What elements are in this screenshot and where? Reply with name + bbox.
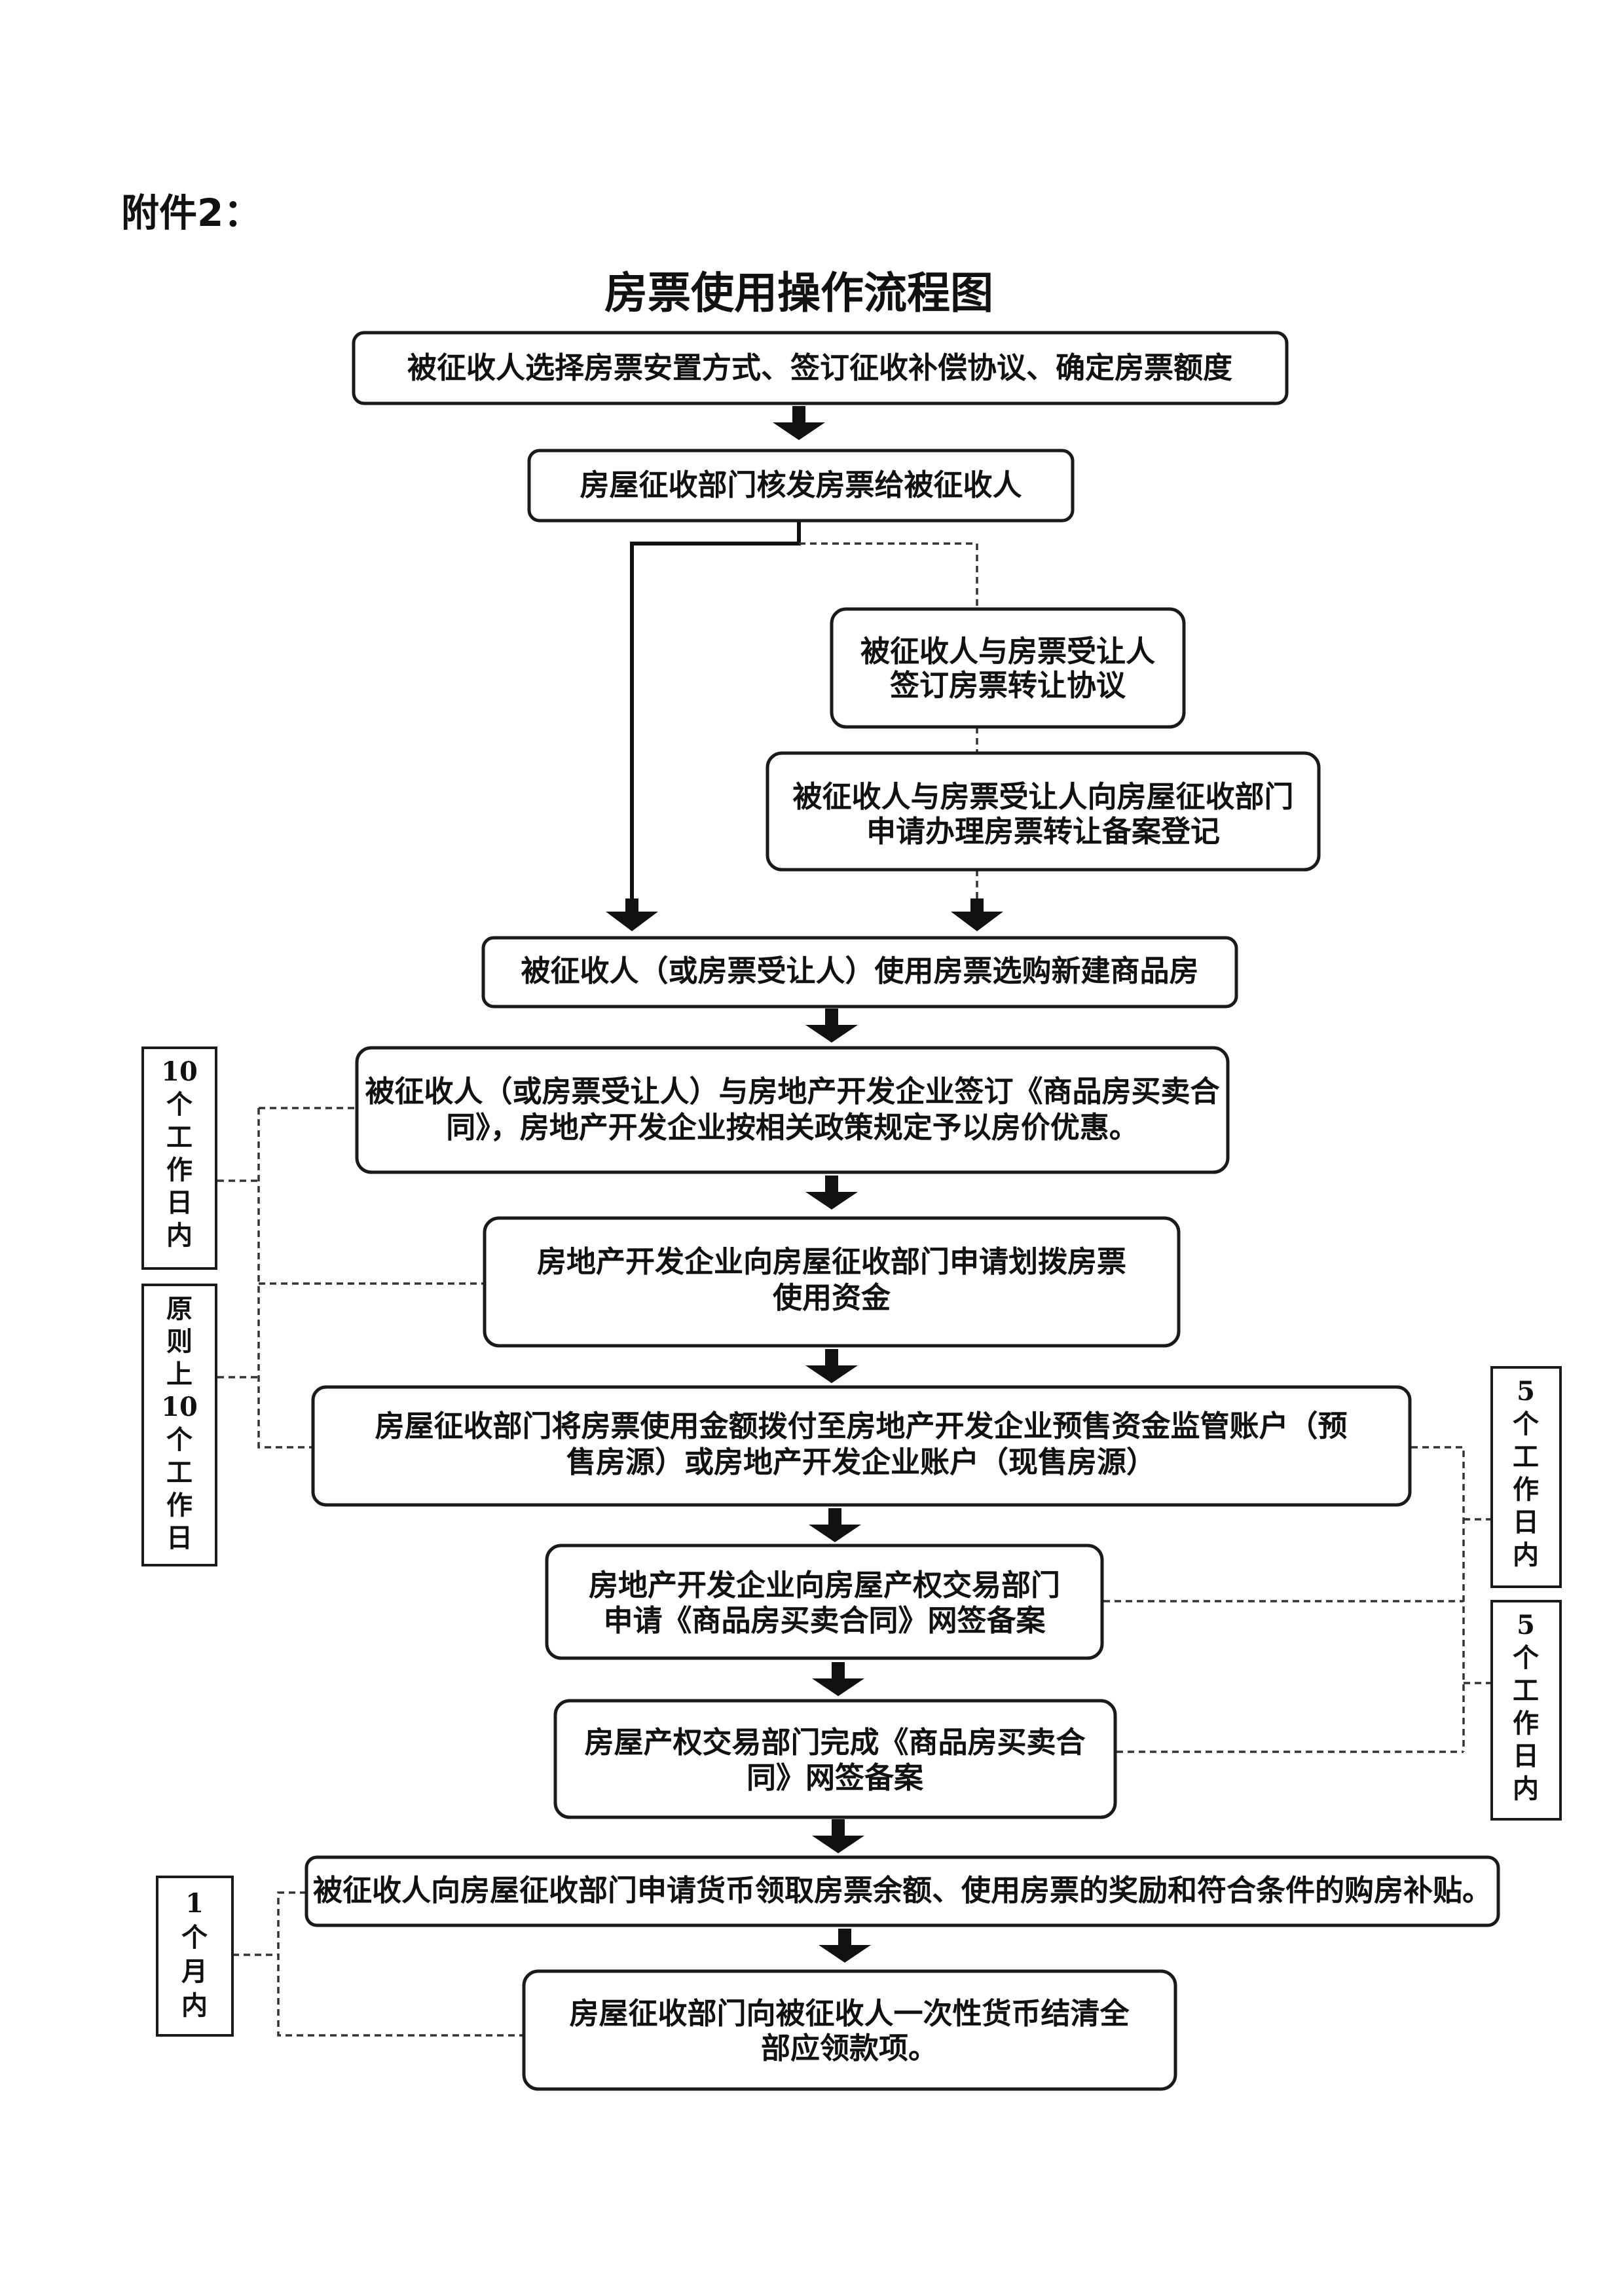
node-n5-line-1: 被征收人（或房票受让人）使用房票选购新建商品房: [521, 954, 1198, 988]
arrow-n7-n8: [805, 1349, 858, 1383]
node-n11: 被征收人向房屋征收部门申请货币领取房票余额、使用房票的奖励和符合条件的购房补贴。: [304, 1855, 1500, 1927]
side-note-s4-char-5: 日: [1513, 1741, 1539, 1771]
side-note-s5-char-1: 1: [185, 1888, 204, 1919]
side-note-s2-char-3: 上: [166, 1359, 193, 1390]
node-n10: 房屋产权交易部门完成《商品房买卖合 同》网签备案: [553, 1699, 1117, 1819]
side-note-s5-char-4: 内: [181, 1990, 208, 2021]
side-note-s2-char-6: 工: [166, 1457, 193, 1488]
arrow-n6-n7: [805, 1176, 858, 1210]
arrow-n10-n11: [812, 1819, 864, 1853]
side-note-s3-char-1: 5: [1517, 1376, 1535, 1407]
side-note-s5-char-2: 个: [181, 1922, 208, 1953]
node-n2-line-1: 房屋征收部门核发房票给被征收人: [580, 468, 1022, 502]
node-n2: 房屋征收部门核发房票给被征收人: [527, 449, 1075, 523]
side-note-s3-char-2: 个: [1513, 1409, 1539, 1439]
arrow-n5-n6: [805, 1009, 858, 1043]
node-n9-line-1: 房地产开发企业向房屋产权交易部门: [589, 1568, 1060, 1602]
node-n8-line-2: 售房源）或房地产开发企业账户（现售房源）: [566, 1445, 1156, 1479]
node-n1: 被征收人选择房票安置方式、签订征收补偿协议、确定房票额度: [352, 331, 1289, 405]
side-note-s4-char-2: 个: [1513, 1642, 1539, 1673]
bracket-n8-link: [257, 1108, 313, 1449]
arrow-n11-n12: [819, 1929, 871, 1963]
node-n8-line-1: 房屋征收部门将房票使用金额拨付至房地产开发企业预售资金监管账户（预: [375, 1409, 1347, 1443]
side-note-s1-char-5: 日: [166, 1187, 193, 1218]
node-n3: 被征收人与房票受让人 签订房票转让协议: [830, 607, 1186, 729]
node-n10-line-2: 同》网签备案: [747, 1760, 924, 1795]
side-note-s4-char-1: 5: [1517, 1610, 1535, 1640]
node-n12-line-2: 部应领款项。: [761, 2031, 938, 2065]
arrow-n1-n2: [773, 406, 825, 440]
node-n11-line-1: 被征收人向房屋征收部门申请货币领取房票余额、使用房票的奖励和符合条件的购房补贴。: [313, 1873, 1492, 1908]
arrow-n9-n10: [812, 1662, 864, 1696]
attachment-label: 附件2：: [121, 191, 261, 235]
side-note-s5: 1 个 月 内: [156, 1876, 234, 2037]
node-n7-line-1: 房地产开发企业向房屋征收部门申请划拨房票: [537, 1244, 1126, 1279]
side-note-s1-char-2: 个: [166, 1089, 193, 1120]
side-note-s4-char-3: 工: [1513, 1675, 1539, 1706]
side-note-s1: 10 个 工 作 日 内: [141, 1046, 217, 1270]
side-note-s5-char-3: 月: [181, 1956, 208, 1987]
node-n12: 房屋征收部门向被征收人一次性货币结清全 部应领款项。: [522, 1969, 1177, 2091]
side-note-s4: 5 个 工 作 日 内: [1490, 1600, 1562, 1821]
node-n1-line-1: 被征收人选择房票安置方式、签订征收补偿协议、确定房票额度: [407, 350, 1232, 385]
side-note-s3-char-5: 日: [1513, 1507, 1539, 1538]
node-n5: 被征收人（或房票受让人）使用房票选购新建商品房: [481, 936, 1238, 1009]
connector-n2-n3-dashed: [799, 542, 978, 608]
connectors: [217, 406, 1492, 2037]
node-n6-line-2: 同》，房地产开发企业按相关政策规定予以房价优惠。: [446, 1110, 1139, 1145]
bracket-right-trunk: [1411, 1446, 1465, 1752]
node-n6-line-1: 被征收人（或房票受让人）与房地产开发企业签订《商品房买卖合: [365, 1074, 1219, 1109]
node-n3-line-2: 签订房票转让协议: [890, 668, 1126, 703]
node-n9: 房地产开发企业向房屋产权交易部门 申请《商品房买卖合同》网签备案: [545, 1544, 1104, 1660]
node-n12-line-1: 房屋征收部门向被征收人一次性货币结清全: [569, 1996, 1130, 2031]
node-n10-line-1: 房屋产权交易部门完成《商品房买卖合: [584, 1725, 1085, 1760]
side-note-s3-char-4: 作: [1513, 1474, 1539, 1505]
node-n3-line-1: 被征收人与房票受让人: [860, 634, 1155, 669]
side-note-s4-char-6: 内: [1513, 1773, 1539, 1804]
side-note-s2-char-5: 个: [166, 1424, 193, 1455]
side-note-s3-char-3: 工: [1513, 1441, 1539, 1472]
side-note-s2-char-8: 日: [166, 1523, 193, 1553]
connector-n2-n5-direct: [630, 521, 801, 900]
side-note-s2: 原 则 上 10 个 工 作 日: [141, 1284, 217, 1566]
node-n6: 被征收人（或房票受让人）与房地产开发企业签订《商品房买卖合 同》，房地产开发企业…: [355, 1046, 1230, 1174]
arrow-into-n5-left: [606, 898, 658, 931]
node-n7: 房地产开发企业向房屋征收部门申请划拨房票 使用资金: [483, 1216, 1181, 1348]
side-note-s2-char-4: 10: [161, 1392, 198, 1422]
side-note-s1-char-1: 10: [161, 1056, 198, 1087]
side-note-s1-char-3: 工: [166, 1122, 193, 1153]
arrow-into-n5-right: [951, 898, 1003, 931]
side-note-s3: 5 个 工 作 日 内: [1490, 1366, 1562, 1588]
bracket-n11-n12: [277, 1891, 524, 2037]
node-n4-line-1: 被征收人与房票受让人向房屋征收部门: [792, 779, 1293, 814]
arrow-n8-n9: [809, 1508, 861, 1542]
side-note-s2-char-1: 原: [166, 1293, 193, 1324]
side-note-s1-char-6: 内: [166, 1220, 193, 1251]
side-note-s4-char-4: 作: [1513, 1708, 1539, 1739]
node-n4: 被征收人与房票受让人向房屋征收部门 申请办理房票转让备案登记: [766, 751, 1321, 872]
side-note-s2-char-2: 则: [166, 1326, 193, 1357]
flowchart-title: 房票使用操作流程图: [604, 268, 993, 318]
node-n7-line-2: 使用资金: [773, 1280, 891, 1315]
node-n4-line-2: 申请办理房票转让备案登记: [866, 814, 1220, 849]
node-n8: 房屋征收部门将房票使用金额拨付至房地产开发企业预售资金监管账户（预 售房源）或房…: [311, 1385, 1412, 1507]
side-note-s2-char-7: 作: [166, 1490, 193, 1521]
side-note-s1-char-4: 作: [166, 1155, 193, 1185]
node-n9-line-2: 申请《商品房买卖合同》网签备案: [603, 1603, 1046, 1638]
side-note-s3-char-6: 内: [1513, 1540, 1539, 1570]
